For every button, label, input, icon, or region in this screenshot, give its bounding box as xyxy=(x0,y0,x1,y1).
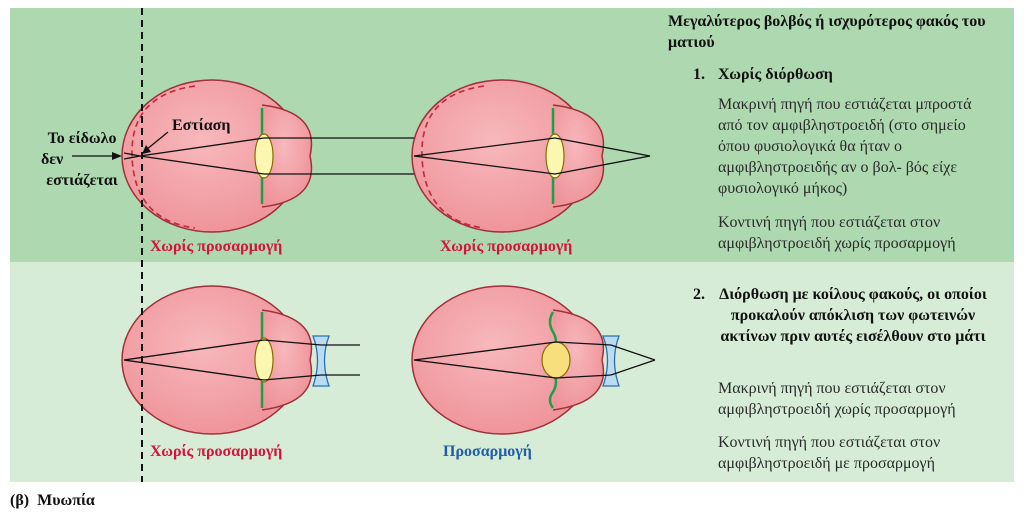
ray xyxy=(611,360,655,375)
page-title: Μεγαλύτερος βολβός ή ισχυρότερος φακός τ… xyxy=(668,11,1013,53)
section-2-number: 2. xyxy=(693,284,705,305)
concave-lens xyxy=(603,336,619,386)
figure-caption: (β) Μυωπία xyxy=(10,492,95,510)
eye-label-top-right: Χωρίς προσαρμογή xyxy=(440,236,572,257)
section-1-paragraph-2: Κοντινή πηγή που εστιάζεται στον αμφιβλη… xyxy=(718,212,1003,254)
section-1-number: 1. xyxy=(693,64,705,85)
lens xyxy=(255,338,273,382)
section-2-title: Διόρθωση με κοίλους φακούς, οι οποίοι πρ… xyxy=(718,284,988,347)
eye-top-right xyxy=(412,80,650,232)
section-1-title: Χωρίς διόρθωση xyxy=(718,64,1008,85)
focus-label: Εστίαση xyxy=(172,115,230,136)
image-label-line1: Το είδωλο xyxy=(37,128,127,149)
accommodated-lens xyxy=(542,342,570,378)
image-label-line2: δεν xyxy=(37,149,127,170)
section-1-paragraph-1: Μακρινή πηγή που εστιάζεται μπροστά από … xyxy=(718,94,998,199)
section-2-paragraph-2: Κοντινή πηγή που εστιάζεται στον αμφιβλη… xyxy=(718,432,1003,474)
eye-label-bottom-left: Χωρίς προσαρμογή xyxy=(150,441,282,462)
section-2-paragraph-1: Μακρινή πηγή που εστιάζεται στον αμφιβλη… xyxy=(718,378,1003,420)
eye-top-left xyxy=(122,80,450,232)
ray xyxy=(611,345,655,360)
image-not-focused-label: Το είδωλο δεν εστιάζεται xyxy=(37,128,127,191)
lens xyxy=(255,134,273,178)
eye-label-bottom-right: Προσαρμογή xyxy=(443,441,532,462)
eye-bottom-right xyxy=(412,286,655,434)
eye-label-top-left: Χωρίς προσαρμογή xyxy=(150,236,282,257)
image-label-line3: εστιάζεται xyxy=(37,170,127,191)
concave-lens xyxy=(313,336,329,386)
eye-bottom-left xyxy=(122,286,360,434)
lens xyxy=(546,134,564,178)
